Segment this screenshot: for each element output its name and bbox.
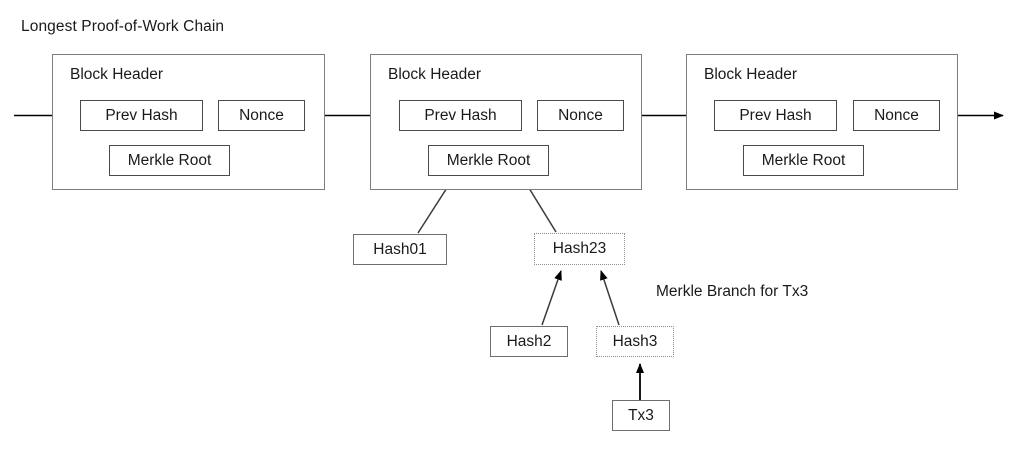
- block-header-label: Block Header: [388, 66, 482, 83]
- merkle-node-hash3: Hash3: [596, 326, 674, 357]
- block-2-prev-hash-field: Prev Hash: [399, 100, 522, 131]
- block-3-merkle-root-field: Merkle Root: [743, 145, 864, 176]
- block-header-label: Block Header: [704, 66, 798, 83]
- block-1-nonce-field: Nonce: [218, 100, 305, 131]
- block-2-merkle-root-field: Merkle Root: [428, 145, 549, 176]
- block-3-nonce-field: Nonce: [853, 100, 940, 131]
- block-header-label: Block Header: [70, 66, 164, 83]
- merkle-node-hash01: Hash01: [353, 234, 447, 265]
- block-3-prev-hash-field: Prev Hash: [714, 100, 837, 131]
- connector-hash2-to-hash23: [541, 270, 562, 326]
- page-title: Longest Proof-of-Work Chain: [21, 18, 225, 35]
- block-1-merkle-root-field: Merkle Root: [109, 145, 230, 176]
- merkle-node-hash23: Hash23: [534, 233, 625, 265]
- merkle-branch-label: Merkle Branch for Tx3: [656, 283, 809, 300]
- merkle-node-tx3: Tx3: [612, 400, 670, 431]
- merkle-node-hash2: Hash2: [490, 326, 568, 357]
- connector-hash3-to-hash23: [600, 270, 620, 326]
- block-2-nonce-field: Nonce: [537, 100, 624, 131]
- block-1-prev-hash-field: Prev Hash: [80, 100, 203, 131]
